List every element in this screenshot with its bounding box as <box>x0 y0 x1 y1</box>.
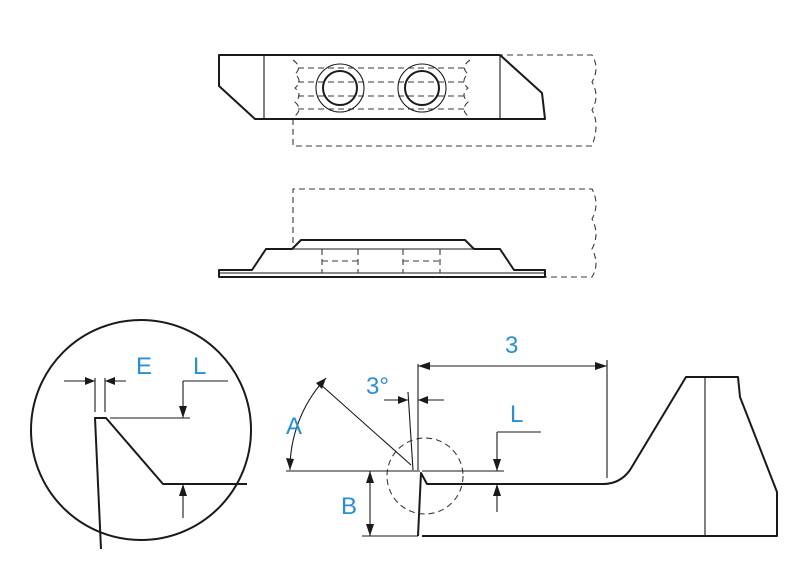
label-a: A <box>286 413 302 440</box>
top-view-hole-outer <box>315 63 365 113</box>
main-l-arrow <box>493 484 501 496</box>
detail-l-arrow <box>179 406 187 418</box>
detail-marker-circle <box>386 437 464 515</box>
detail-e-arrow <box>85 377 95 385</box>
top-view-clamp-edge <box>292 59 300 117</box>
main-profile <box>286 360 778 537</box>
top-view-hole-inner <box>322 70 358 106</box>
detail-edge-profile <box>94 417 247 550</box>
main-profile-outline <box>417 376 778 537</box>
three-degree-inclined <box>407 391 414 471</box>
three-degree-arrow <box>418 396 428 404</box>
detail-l-arrow <box>179 484 187 496</box>
angle-a-arrow <box>316 378 326 389</box>
dim-b-arrow <box>366 524 374 536</box>
label-l-main: L <box>510 401 523 428</box>
label-dim-3: 3 <box>505 332 518 359</box>
label-e: E <box>136 353 152 380</box>
detail-circle <box>30 319 252 541</box>
angle-a-construction-line <box>319 383 412 466</box>
main-l-arrow <box>493 459 501 471</box>
three-degree-arrow <box>398 396 408 404</box>
label-b: B <box>341 493 357 520</box>
top-view-hole-inner <box>404 70 440 106</box>
side-view-insert-outline <box>218 239 546 278</box>
dim-b-arrow <box>366 471 374 483</box>
dim-3-arrow <box>595 362 607 370</box>
side-view-holder-outline <box>292 188 597 278</box>
top-view-clamp-edge <box>463 59 471 117</box>
detail-e-arrow <box>105 377 115 385</box>
detail-view <box>30 319 252 550</box>
angle-a-arrow <box>286 458 294 470</box>
top-view <box>218 54 597 147</box>
top-view-hole-outer <box>397 63 447 113</box>
side-view <box>218 188 597 278</box>
dimension-labels: E L A 3° 3 L B <box>136 332 523 520</box>
label-l-detail: L <box>193 353 206 380</box>
label-three-degree: 3° <box>366 373 389 400</box>
dim-3-arrow <box>418 362 430 370</box>
top-view-holder-outline <box>292 54 597 147</box>
